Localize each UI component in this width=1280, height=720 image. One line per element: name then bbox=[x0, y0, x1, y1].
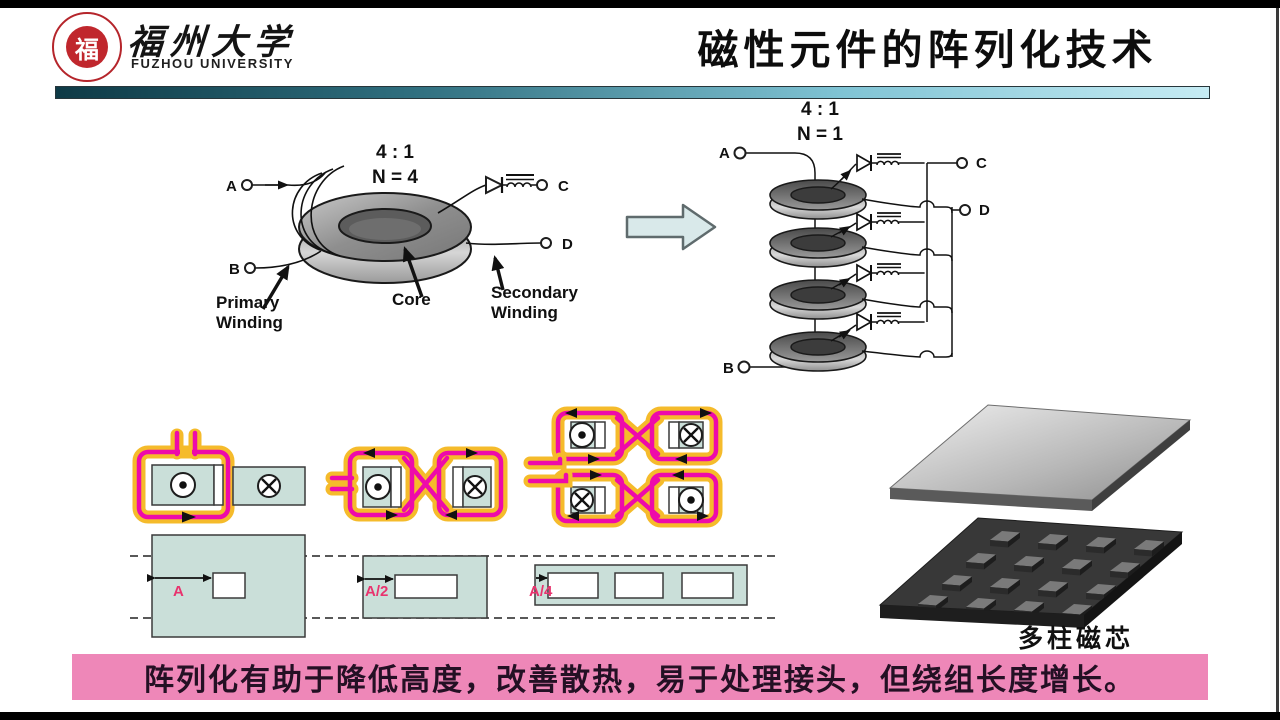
pillar-plate bbox=[878, 517, 1184, 628]
toroid-core-1 bbox=[769, 179, 867, 220]
secondary-callout-arrow bbox=[491, 255, 505, 291]
winding-diagram-3 bbox=[523, 406, 723, 528]
secondary-winding-label: Secondary Winding bbox=[491, 283, 578, 323]
ratio-label: 4 : 1 bbox=[376, 142, 414, 163]
toroid-core-2 bbox=[769, 227, 867, 268]
ratio-label: 4 : 1 bbox=[801, 99, 839, 120]
primary-winding-label: Primary Winding bbox=[216, 293, 283, 333]
flux-out-icon bbox=[678, 487, 704, 513]
terminal-d-label: D bbox=[562, 236, 573, 253]
return-wires bbox=[861, 198, 953, 358]
university-logo: 福 bbox=[52, 12, 122, 82]
flux-out-icon bbox=[569, 422, 595, 448]
winding-diagram-1 bbox=[132, 428, 306, 524]
university-name-en: FUZHOU UNIVERSITY bbox=[131, 56, 294, 71]
section-quarter: A/4 bbox=[529, 564, 748, 606]
dim-label-a: A bbox=[173, 583, 184, 600]
diode-icon bbox=[485, 175, 505, 195]
cross-section-diagrams: A A/2 A/4 bbox=[130, 534, 775, 638]
core-callout-arrow bbox=[402, 246, 424, 298]
toroid-core-3 bbox=[769, 279, 867, 320]
output-bus: C D bbox=[926, 155, 990, 357]
header-divider bbox=[55, 86, 1210, 99]
terminal-d: D bbox=[465, 236, 573, 253]
terminal-d-label: D bbox=[979, 202, 990, 219]
terminal-b: B bbox=[229, 250, 322, 278]
summary-banner: 阵列化有助于降低高度，改善散热，易于处理接头，但绕组长度增长。 bbox=[72, 654, 1208, 700]
toroid-core-4 bbox=[769, 331, 867, 372]
current-arrow bbox=[182, 511, 196, 523]
multi-pillar-core-figure bbox=[878, 404, 1192, 628]
flux-in-icon bbox=[462, 474, 488, 500]
toroid-core bbox=[298, 192, 472, 284]
dim-label-a2: A/2 bbox=[365, 583, 388, 600]
secondary-tap-1 bbox=[830, 153, 926, 190]
terminal-d bbox=[959, 204, 971, 216]
letterbox-bottom bbox=[0, 712, 1280, 720]
core-label: Core bbox=[392, 290, 431, 309]
terminal-b-label: B bbox=[723, 360, 734, 377]
logo-seal-icon: 福 bbox=[66, 26, 108, 68]
flux-in-icon bbox=[569, 487, 595, 513]
terminal-a bbox=[733, 146, 747, 160]
single-core-transformer-diagram: 4 : 1 N = 4 A B bbox=[226, 142, 573, 310]
flux-in-icon bbox=[678, 422, 704, 448]
secondary-tap-4 bbox=[830, 312, 926, 342]
secondary-tap-2 bbox=[830, 212, 926, 238]
flux-out-icon bbox=[170, 472, 196, 498]
primary-winding-loops bbox=[291, 165, 345, 257]
secondary-output: C bbox=[437, 174, 569, 214]
core-array-diagram: 4 : 1 N = 1 A B bbox=[719, 99, 990, 377]
terminal-c-label: C bbox=[558, 178, 569, 195]
primary-callout-arrow bbox=[261, 264, 290, 310]
bead-inductor-icon bbox=[502, 174, 537, 188]
turns-label: N = 1 bbox=[797, 124, 843, 145]
terminal-a-label: A bbox=[719, 145, 730, 162]
core3d-caption: 多柱磁芯 bbox=[1018, 626, 1135, 653]
terminal-b-label: B bbox=[229, 261, 240, 278]
terminal-c-label: C bbox=[976, 155, 987, 172]
terminal-a-label: A bbox=[226, 178, 237, 195]
flux-out-icon bbox=[365, 474, 391, 500]
top-plate bbox=[888, 404, 1192, 511]
section-half: A/2 bbox=[357, 555, 488, 619]
letterbox-top bbox=[0, 0, 1280, 8]
logo-character: 福 bbox=[75, 37, 99, 64]
section-single: A bbox=[147, 534, 306, 638]
page-title: 磁性元件的阵列化技术 bbox=[697, 27, 1158, 73]
winding-diagram-2 bbox=[325, 446, 508, 522]
secondary-tap-3 bbox=[830, 263, 926, 290]
summary-banner-text: 阵列化有助于降低高度，改善散热，易于处理接头，但绕组长度增长。 bbox=[144, 664, 1136, 697]
terminal-b bbox=[737, 360, 751, 374]
turns-label: N = 4 bbox=[372, 167, 418, 188]
terminal-a: A bbox=[226, 172, 326, 195]
dim-label-a4: A/4 bbox=[529, 583, 553, 600]
terminal-c bbox=[956, 157, 968, 169]
frame-edge-right bbox=[1276, 8, 1279, 712]
winding-config-diagrams bbox=[132, 406, 723, 528]
flux-in-icon bbox=[256, 473, 282, 499]
transform-arrow-icon bbox=[625, 203, 717, 251]
